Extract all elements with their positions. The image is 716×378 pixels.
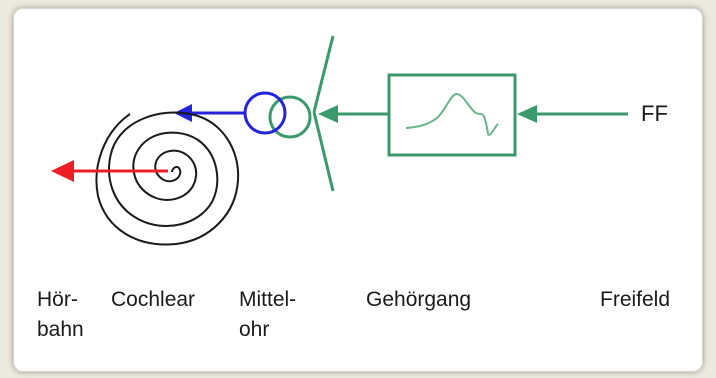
mittelohr-label-line2: ohr [239,318,270,341]
gehoergang-filter-box [387,73,517,157]
mittelohr-circles [243,91,312,139]
hoerbahn-label-line2: bahn [37,318,84,341]
hoerbahn-arrow [51,160,168,182]
eardrum-shape [312,35,335,192]
ff-label: FF [641,101,668,126]
cochlear-label: Cochlear [111,288,196,311]
freifeld-arrow [517,105,628,123]
cochlea-spiral [95,111,240,246]
gehoergang-label: Gehörgang [366,288,472,311]
freifeld-label: Freifeld [600,288,671,311]
diagram-card [13,8,703,372]
frequency-response-curve [405,93,499,136]
mittelohr-label-line1: Mittel- [239,288,297,311]
hoerbahn-label-line1: Hör- [37,288,78,311]
gehoergang-arrow [318,105,389,123]
